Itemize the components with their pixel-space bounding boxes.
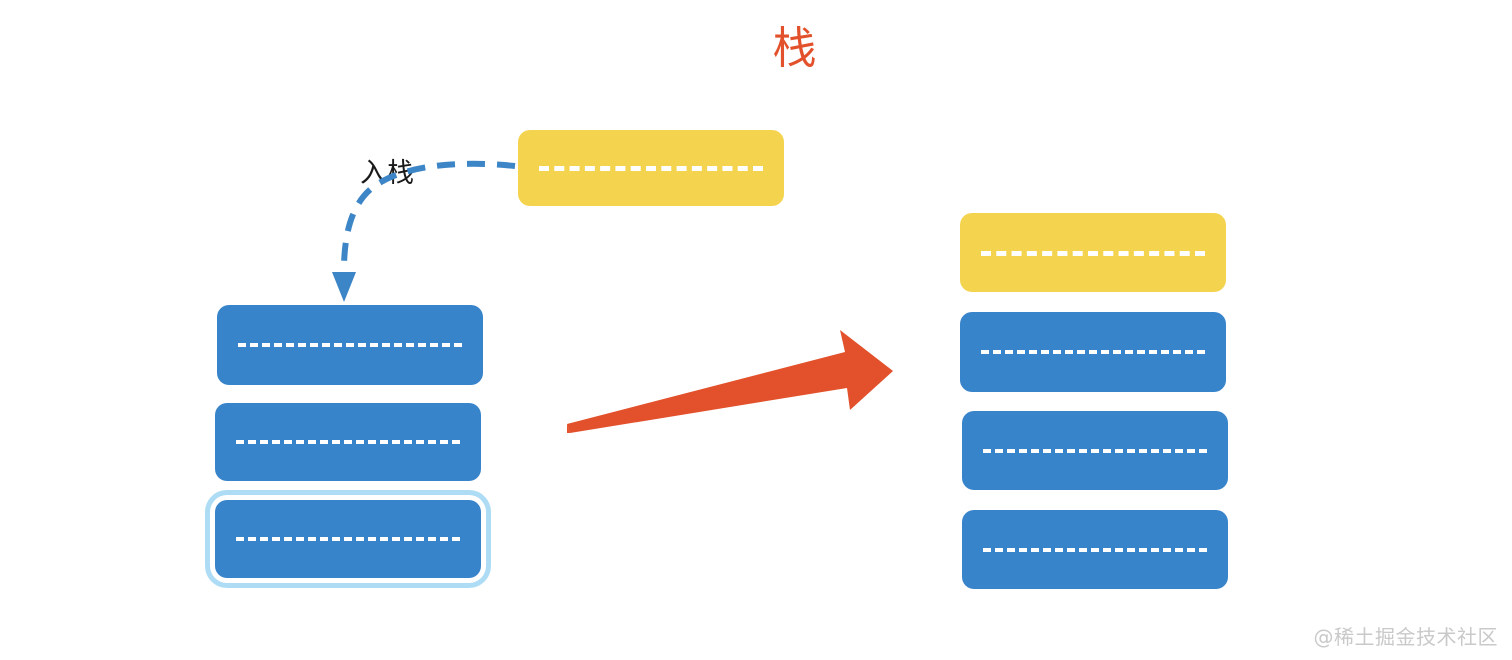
incoming-card[interactable] [518,130,784,206]
dashed-content-line-icon [238,343,462,347]
left-card-3-highlighted[interactable] [215,500,481,578]
dashed-content-line-icon [983,448,1207,453]
watermark: @稀土掘金技术社区 [1313,625,1498,649]
page-title: 栈 [772,23,818,74]
right-card-4[interactable] [962,510,1228,589]
dashed-content-line-icon [981,350,1205,354]
right-card-3[interactable] [962,411,1228,490]
push-label: 入栈 [360,158,414,189]
dashed-content-line-icon [236,537,460,541]
right-card-2[interactable] [960,312,1226,392]
dashed-content-line-icon [981,250,1205,256]
dashed-content-line-icon [539,166,763,171]
left-card-1[interactable] [217,305,483,385]
dashed-content-line-icon [236,440,460,444]
right-card-1-pushed[interactable] [960,213,1226,292]
left-card-2[interactable] [215,403,481,481]
solid-right-arrow-icon [567,330,893,433]
dashed-content-line-icon [983,547,1207,552]
